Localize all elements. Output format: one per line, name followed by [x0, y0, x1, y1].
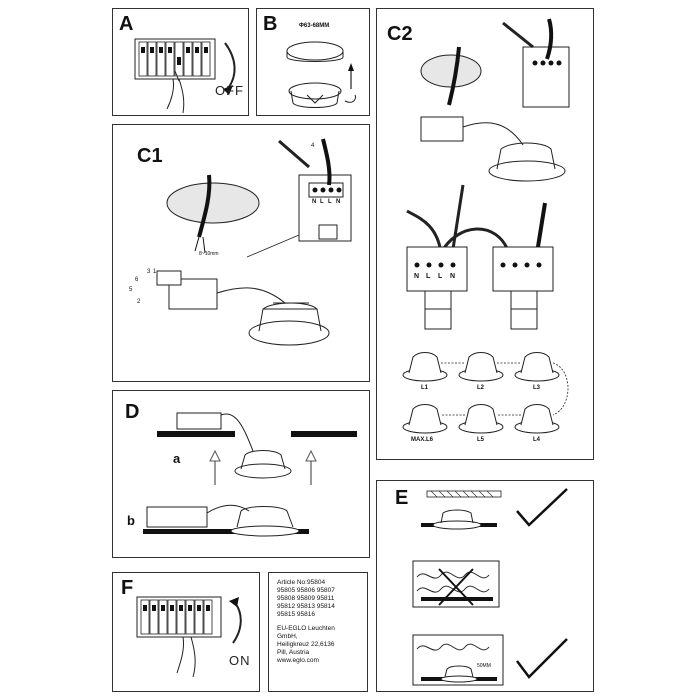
panel-f-letter: F: [121, 577, 134, 599]
lamp-label-l2: L2: [477, 385, 485, 391]
c2-wiring-illustration: [406, 18, 570, 330]
article-line: 95805 95806 95807: [277, 587, 335, 594]
panel-c2-letter: C2: [387, 23, 413, 45]
c1-terminal-l2: L: [328, 199, 332, 205]
lamp-label-l4: L4: [533, 437, 541, 443]
svg-text:6: 6: [135, 277, 139, 283]
d-sub-a: a: [173, 451, 181, 466]
lamp-label-l3: L3: [533, 385, 541, 391]
article-numbers: Article No:95804 95805 95806 95807 95808…: [277, 579, 335, 619]
ceiling-cutout-illustration: [286, 41, 356, 108]
panel-a: A OFF: [112, 8, 249, 116]
c1-terminal-n1: N: [312, 199, 317, 205]
panel-e: E 50MM: [376, 480, 594, 692]
c1-terminal-l1: L: [320, 199, 324, 205]
c2-terminal-n2: N: [450, 273, 456, 280]
panel-c1-letter: C1: [137, 145, 163, 167]
c2-terminal-n1: N: [414, 273, 420, 280]
article-line: 95812 95813 95814: [277, 603, 335, 610]
lamp-label-l1: L1: [421, 385, 429, 391]
d-sub-b: b: [127, 513, 135, 528]
svg-text:3: 3: [147, 269, 151, 275]
panel-e-letter: E: [395, 487, 409, 509]
c2-terminal-l2: L: [438, 273, 443, 280]
panel-b-letter: B: [263, 13, 278, 35]
on-label: ON: [229, 653, 251, 668]
panel-d: D a b: [112, 390, 370, 558]
panel-a-letter: A: [119, 13, 134, 35]
lamp-label-max-l6: MAX.L6: [411, 437, 434, 443]
hole-size-label: Φ63-68MM: [299, 23, 330, 29]
panel-d-letter: D: [125, 401, 140, 423]
article-line: 95815 95816: [277, 611, 315, 618]
e-clearance-label: 50MM: [477, 663, 491, 669]
breaker-on-illustration: [136, 596, 242, 678]
off-label: OFF: [215, 83, 244, 98]
breaker-off-illustration: [134, 38, 236, 114]
company-line: Pill, Austria: [277, 649, 310, 656]
panel-f: F ON: [112, 572, 260, 692]
c1-step-4: 4: [311, 143, 315, 149]
e-clearance-illustration: [412, 488, 568, 686]
svg-text:1: 1: [153, 269, 157, 275]
d-installation-illustration: [143, 412, 357, 537]
svg-text:5: 5: [129, 287, 133, 293]
company-line: www.eglo.com: [277, 657, 319, 664]
c2-terminal-l1: L: [426, 273, 431, 280]
panel-b: B Φ63-68MM: [256, 8, 370, 116]
company-line: EU-EGLO Leuchten: [277, 625, 335, 632]
panel-c2: C2 N L L N: [376, 8, 594, 460]
lamp-label-l5: L5: [477, 437, 485, 443]
c1-strip-length: 8~10mm: [199, 251, 219, 257]
company-line: Heiligkreuz 22,6136: [277, 641, 335, 648]
c1-terminal-n2: N: [336, 199, 341, 205]
company-line: GmbH,: [277, 633, 298, 640]
info-box: Article No:95804 95805 95806 95807 95808…: [268, 572, 368, 692]
article-line: 95808 95809 95811: [277, 595, 335, 602]
article-line: Article No:95804: [277, 579, 326, 586]
company-address: EU-EGLO Leuchten GmbH, Heiligkreuz 22,61…: [277, 625, 335, 665]
svg-text:2: 2: [137, 299, 141, 305]
